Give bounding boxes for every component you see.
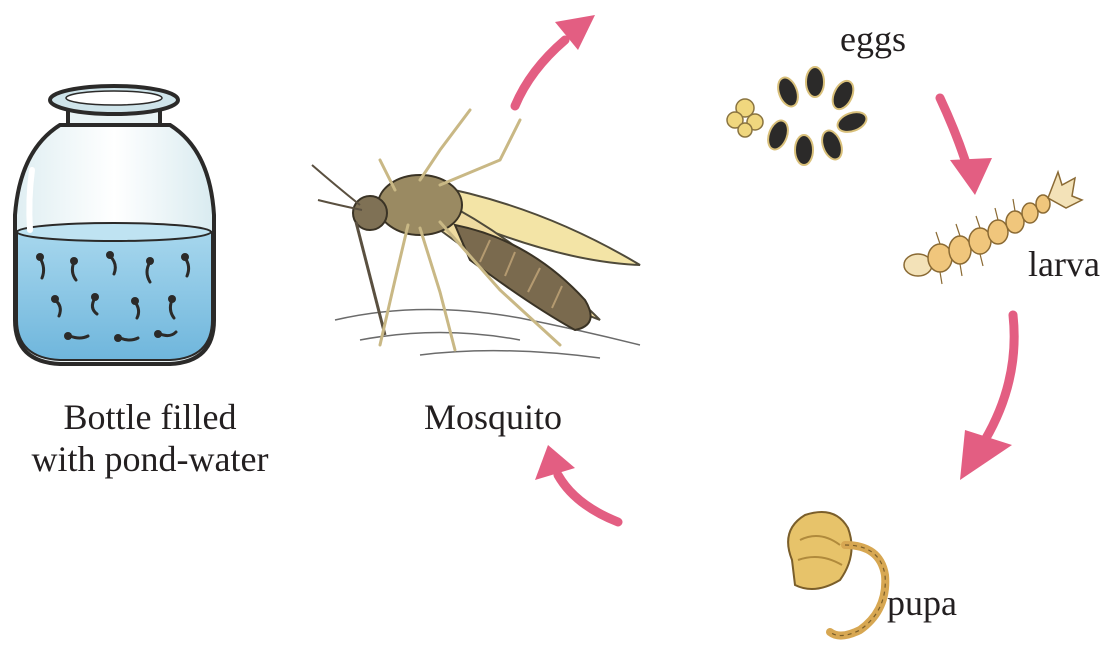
eggs-illustration [727,67,869,165]
mosquito-label: Mosquito [388,396,598,438]
mosquito-illustration [312,110,640,358]
eggs-label: eggs [840,18,906,60]
arrow-mosquito-to-eggs-icon [515,15,595,106]
pupa-illustration [788,512,885,636]
bottle-caption-line-2: with pond-water [0,438,300,480]
arrow-pupa-to-mosquito-icon [535,445,618,522]
arrow-eggs-to-larva-icon [940,98,992,195]
pupa-label: pupa [887,582,957,624]
bottle-illustration [15,86,214,364]
larva-label: larva [1028,243,1100,285]
arrow-larva-to-pupa-icon [960,315,1014,480]
bottle-caption-line-1: Bottle filled [0,396,300,438]
bottle-caption: Bottle filled with pond-water [0,396,300,480]
